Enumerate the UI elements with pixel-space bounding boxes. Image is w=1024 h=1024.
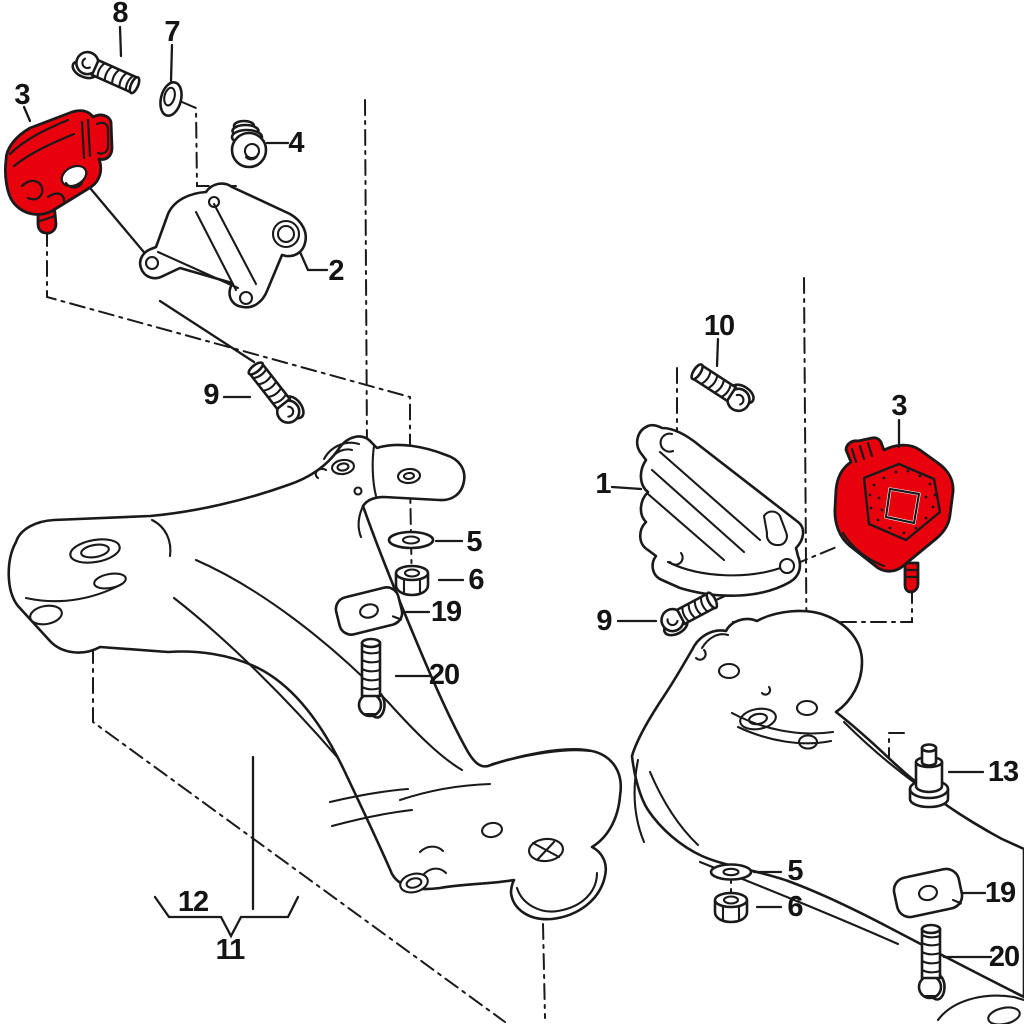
crossmember-front [7, 435, 623, 921]
part-label-19-right: 19 [985, 877, 1016, 909]
bolt-10 [690, 363, 755, 413]
retaining-plate-19-right [892, 867, 964, 919]
engine-mount-bracket-2 [138, 182, 308, 309]
part-label-2: 2 [328, 255, 343, 287]
part-label-9-right: 9 [596, 605, 612, 637]
part-label-4: 4 [288, 127, 304, 159]
bolt-9-left [247, 361, 305, 424]
engine-mount-3-right-highlighted [833, 436, 955, 594]
washer-5-left [387, 530, 435, 550]
group-brace-11 [153, 895, 300, 939]
crossmember-rear [630, 609, 1024, 1024]
part-label-1: 1 [595, 468, 611, 500]
callout-leaders [22, 25, 993, 959]
rubber-buffer-4 [230, 119, 268, 169]
engine-mount-3-left-highlighted [4, 109, 114, 235]
bolt-20-left [357, 637, 386, 719]
part-label-5-left: 5 [466, 526, 482, 558]
nut-6-right [713, 891, 749, 924]
washer-7 [159, 81, 183, 117]
bolt-9-right [660, 591, 719, 637]
retaining-plate-19-left [334, 586, 404, 636]
part-label-19-left: 19 [431, 596, 462, 628]
part-label-13: 13 [988, 756, 1019, 788]
part-label-6-left: 6 [468, 564, 484, 596]
engine-mount-bracket-1 [635, 423, 805, 597]
washer-5-right [709, 863, 753, 881]
part-label-8: 8 [112, 0, 128, 29]
part-label-11: 11 [216, 934, 246, 966]
part-label-12: 12 [178, 886, 208, 918]
nut-6-left [394, 564, 430, 597]
part-label-7: 7 [164, 16, 179, 48]
part-label-9-left: 9 [203, 379, 219, 411]
part-label-5-right: 5 [787, 855, 803, 887]
part-label-6-right: 6 [787, 891, 803, 923]
part-label-20-right: 20 [989, 941, 1019, 973]
part-label-3-right: 3 [891, 390, 907, 422]
hardware [71, 50, 964, 1001]
stop-bolt-13 [908, 743, 950, 809]
mount-stipple-texture [868, 469, 937, 535]
part-label-20-left: 20 [429, 659, 459, 691]
bolt-8 [71, 50, 141, 95]
part-label-3-left: 3 [14, 79, 30, 111]
callout-labels: 8 7 3 4 2 9 10 1 3 9 5 6 19 20 13 5 6 19… [14, 0, 1020, 973]
bolt-20-right [917, 923, 946, 1001]
part-label-10: 10 [704, 310, 734, 342]
